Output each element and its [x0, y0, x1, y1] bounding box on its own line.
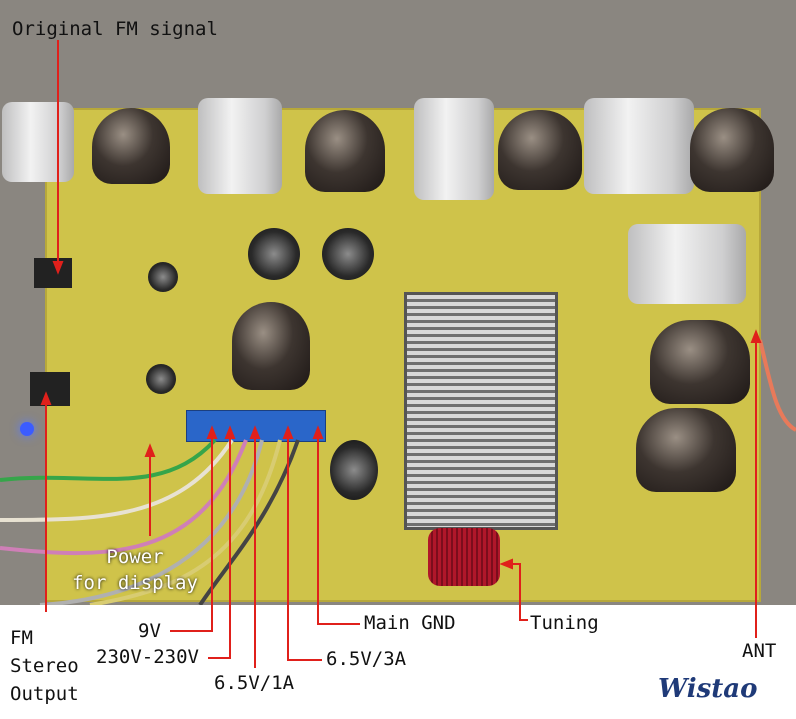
shield-can: [414, 98, 494, 200]
electrolytic-capacitor: [148, 262, 178, 292]
original-fm-signal-label: Original FM signal: [12, 18, 218, 40]
brand-logo: Wistao: [658, 674, 758, 704]
shield-can: [628, 224, 746, 304]
ant-label: ANT: [742, 640, 777, 662]
shield-can: [198, 98, 282, 194]
tuning-knob[interactable]: [428, 528, 500, 586]
vacuum-tube: [636, 408, 736, 492]
electrolytic-capacitor: [146, 364, 176, 394]
audio-jack: [34, 258, 72, 288]
6-5v-3a-label: 6.5V/3A: [326, 648, 407, 670]
shield-can: [2, 102, 74, 182]
variable-capacitor: [404, 292, 558, 530]
blue-led: [20, 422, 34, 436]
main-gnd-label: Main GND: [364, 612, 456, 634]
circuit-board-photo: Power for display: [0, 0, 796, 605]
vacuum-tube: [305, 110, 385, 192]
audio-jack: [30, 372, 70, 406]
electrolytic-capacitor: [330, 440, 378, 500]
230v-label: 230V-230V: [96, 646, 199, 668]
shield-can: [584, 98, 694, 194]
tuning-label: Tuning: [530, 612, 599, 634]
vacuum-tube: [650, 320, 750, 404]
vacuum-tube: [92, 108, 170, 184]
fm-stereo-output-label: FM Stereo Output: [10, 627, 79, 705]
electrolytic-capacitor: [322, 228, 374, 280]
electrolytic-capacitor: [248, 228, 300, 280]
vacuum-tube: [690, 108, 774, 192]
rectifier-tube: [232, 302, 310, 390]
vacuum-tube: [498, 110, 582, 190]
6-5v-1a-label: 6.5V/1A: [214, 672, 295, 694]
9v-label: 9V: [138, 620, 161, 642]
power-for-display-label: Power for display: [72, 546, 198, 594]
